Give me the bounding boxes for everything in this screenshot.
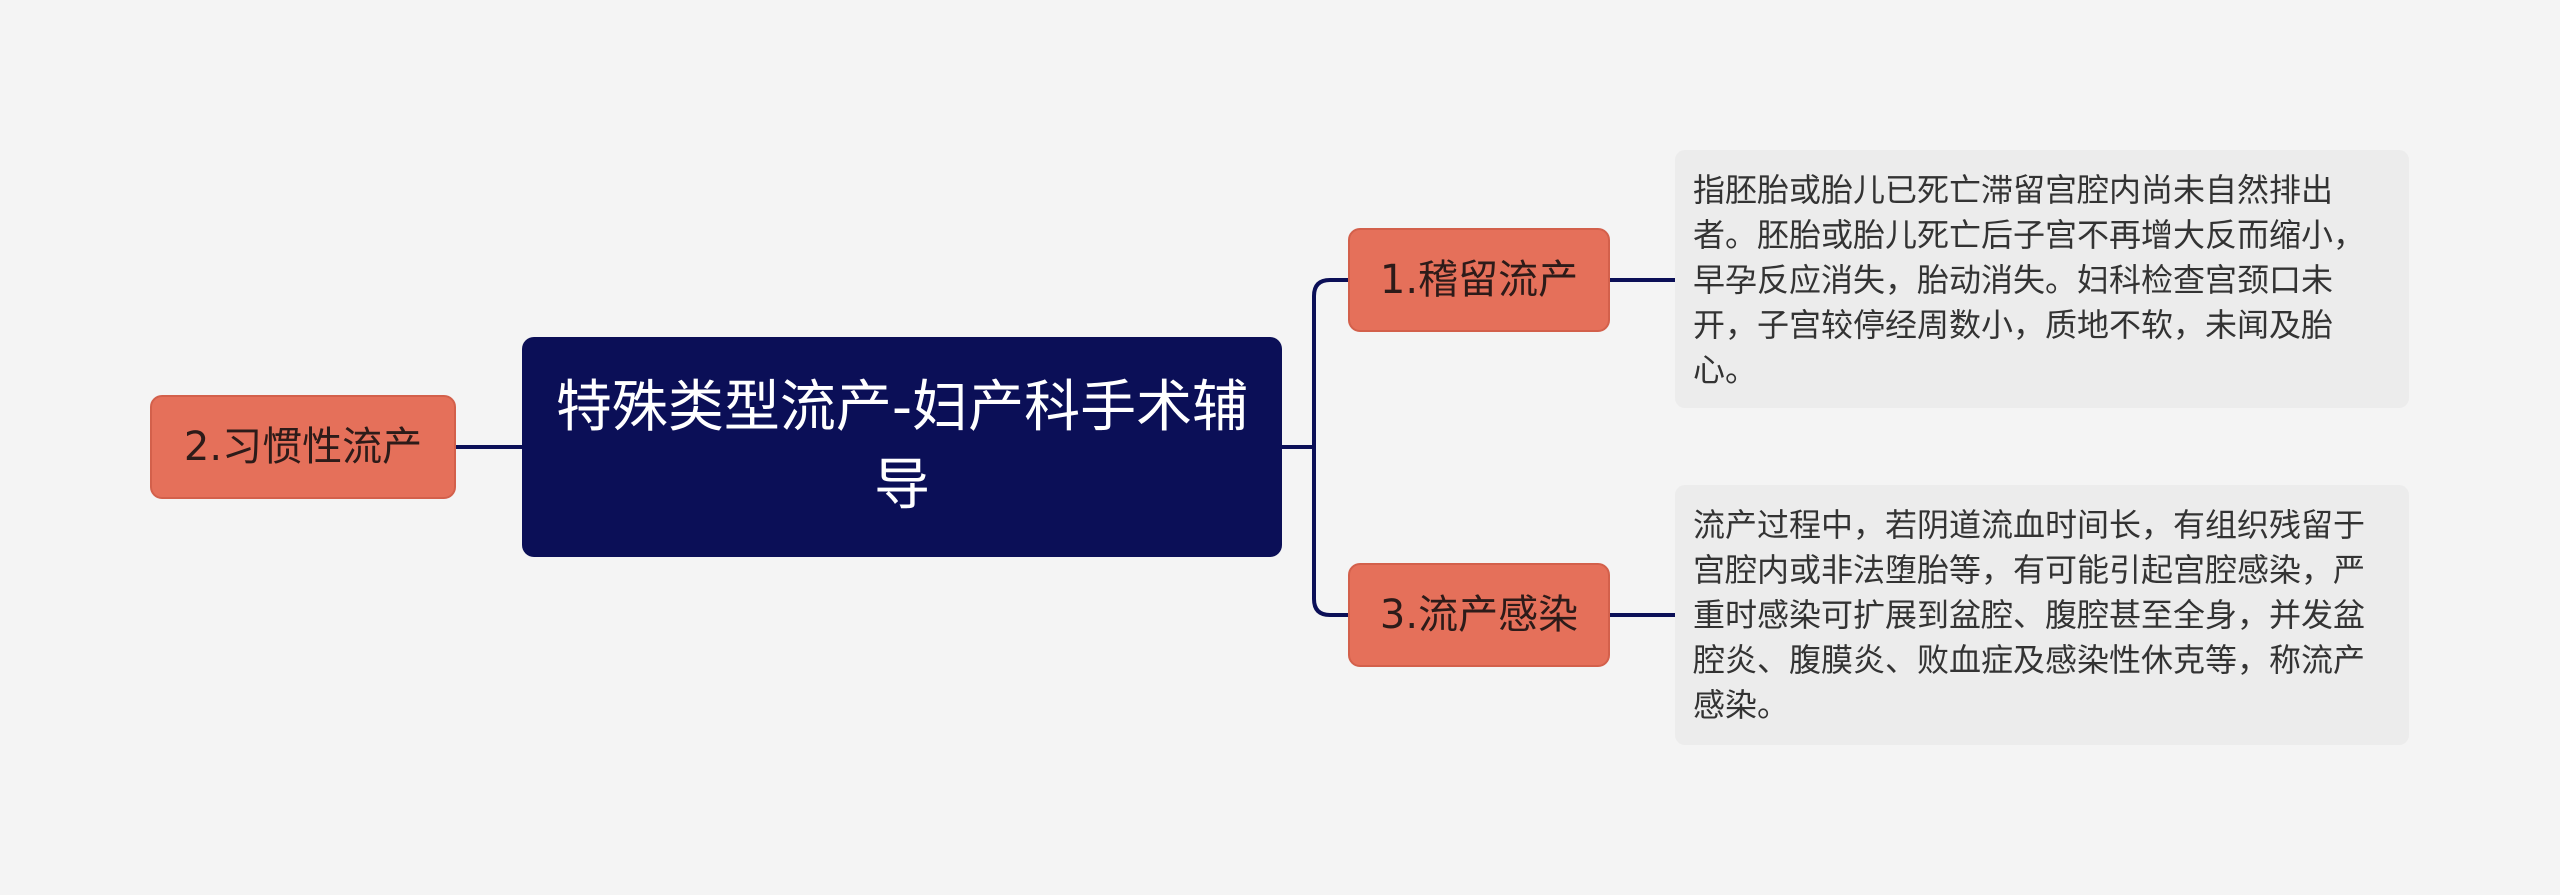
root-label: 特殊类型流产-妇产科手术辅导 (555, 375, 1249, 518)
branch-label: 2.习惯性流产 (183, 424, 423, 470)
detail-text: 指胚胎或胎儿已死亡滞留宫腔内尚未自然排出者。胚胎或胎儿死亡后子宫不再增大反而缩小… (1693, 171, 2366, 389)
branch-node-infected-abortion[interactable]: 3.流产感染 (1348, 563, 1610, 667)
detail-text: 流产过程中，若阴道流血时间长，有组织残留于宫腔内或非法堕胎等，有可能引起宫腔感染… (1693, 506, 2366, 724)
branch-node-habitual-abortion[interactable]: 2.习惯性流产 (150, 395, 456, 499)
branch-label: 1.稽留流产 (1379, 257, 1579, 303)
connector-trunk (1312, 278, 1348, 617)
detail-note-missed-abortion[interactable]: 指胚胎或胎儿已死亡滞留宫腔内尚未自然排出者。胚胎或胎儿死亡后子宫不再增大反而缩小… (1675, 150, 2409, 408)
root-node[interactable]: 特殊类型流产-妇产科手术辅导 (522, 337, 1282, 557)
detail-note-infected-abortion[interactable]: 流产过程中，若阴道流血时间长，有组织残留于宫腔内或非法堕胎等，有可能引起宫腔感染… (1675, 485, 2409, 745)
branch-node-missed-abortion[interactable]: 1.稽留流产 (1348, 228, 1610, 332)
branch-label: 3.流产感染 (1379, 592, 1579, 638)
